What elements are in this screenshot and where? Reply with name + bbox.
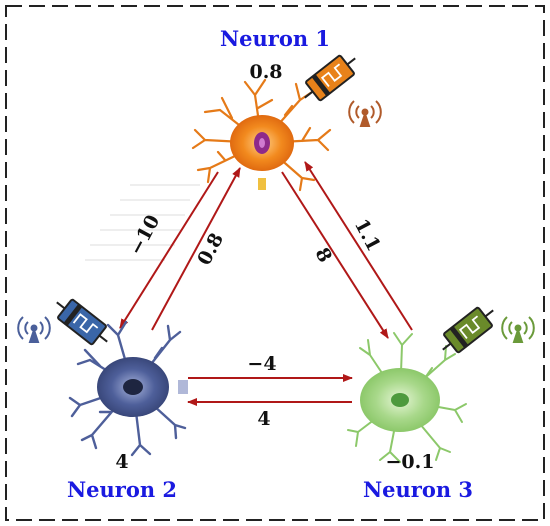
memristor-device-icon (56, 298, 108, 346)
neuron-2 (68, 320, 188, 457)
neuron-1-value: 0.8 (249, 61, 282, 83)
wireless-signal-icon (348, 100, 382, 127)
neuron-3-nucleus (391, 393, 409, 407)
weight-label-n1-n3: 8 (310, 244, 336, 266)
weight-label-n2-n3: −4 (247, 353, 276, 375)
weight-label-n1-n2: −10 (125, 211, 164, 259)
diagram-border (5, 5, 545, 521)
arrow-neuron1-to-neuron3 (281, 171, 389, 339)
neuron-1 (191, 78, 332, 192)
neuron-3 (347, 332, 467, 463)
arrow-neuron2-to-neuron1 (151, 167, 241, 331)
connections (119, 161, 413, 406)
arrow-neuron1-to-neuron2 (119, 171, 219, 329)
weight-label-n3-n2: 4 (257, 408, 270, 430)
weight-label-n3-n1: 1.1 (350, 215, 385, 255)
background-lines (85, 184, 200, 261)
neuron-2-value: 4 (115, 451, 128, 473)
wireless-signal-icon (501, 316, 535, 343)
arrow-neuron3-to-neuron1 (304, 161, 413, 331)
neuron-2-axon (178, 380, 188, 394)
neuron-2-nucleus (123, 379, 143, 395)
neuron-1-title: Neuron 1 (220, 26, 330, 51)
memristor-device-icon (442, 306, 494, 354)
neuron-1-nucleolus (259, 138, 265, 148)
weight-label-n2-n1: 0.8 (193, 229, 228, 269)
neuron-3-value: −0.1 (386, 451, 435, 473)
wireless-signal-icon (17, 316, 51, 343)
neuron-3-title: Neuron 3 (363, 477, 473, 502)
memristor-device-icon (304, 54, 356, 102)
neuron-2-title: Neuron 2 (67, 477, 177, 502)
neuron-1-axon (258, 178, 266, 190)
